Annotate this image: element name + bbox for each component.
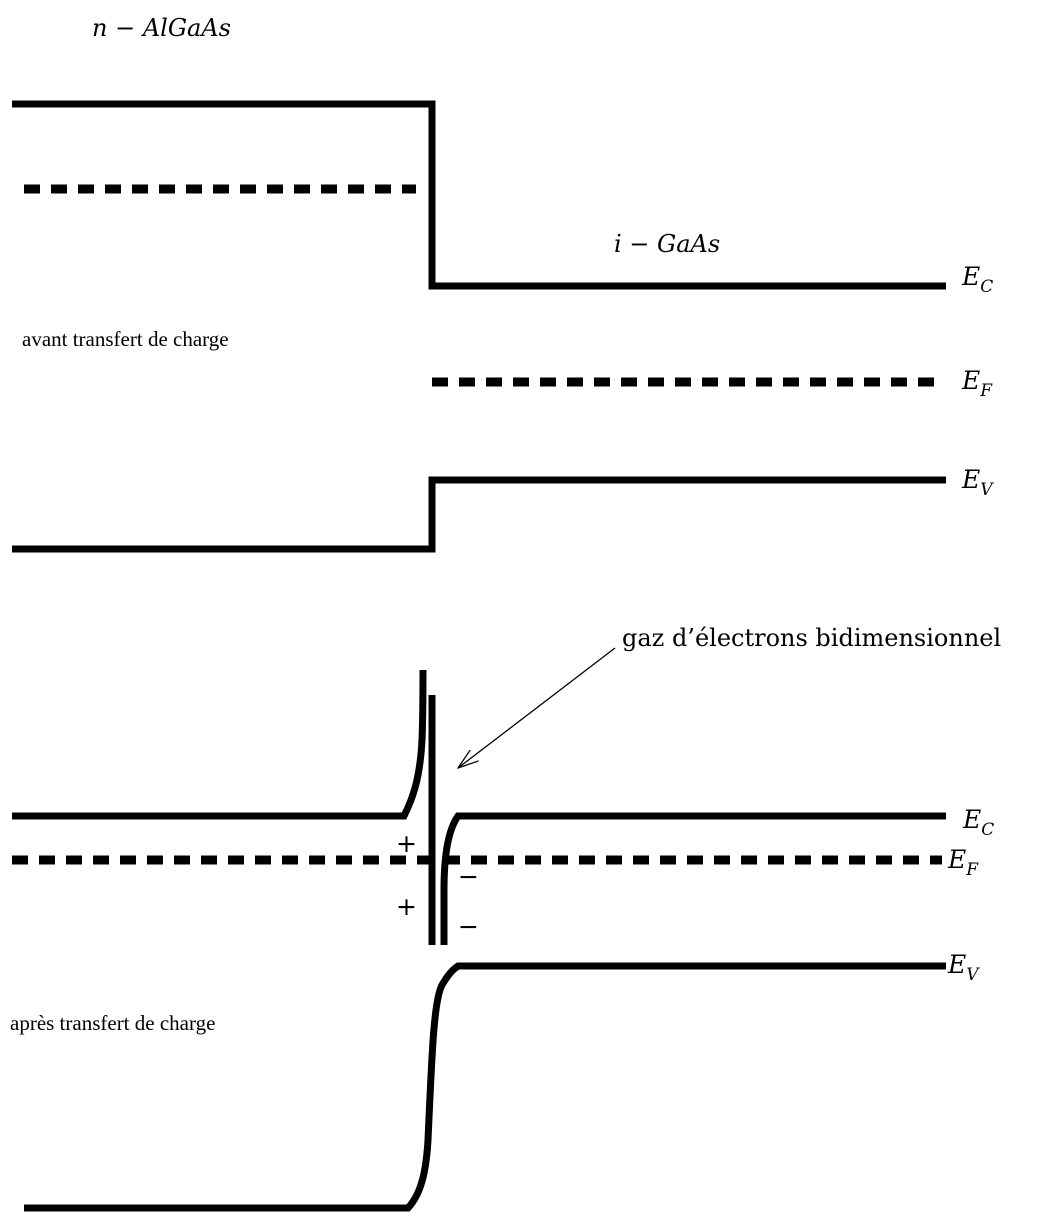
top-conduction-band (12, 100, 946, 290)
negative-charge-upper: − (458, 862, 479, 891)
material-label-right: i − GaAs (614, 230, 720, 258)
top-ev-label: EV (961, 465, 994, 500)
bottom-ec-label: EC (962, 805, 994, 840)
negative-charge-lower: − (458, 912, 479, 941)
caption-after-transfer: après transfert de charge (10, 1011, 215, 1035)
bottom-band-diagram: gaz d’électrons bidimensionnel EC EF + +… (10, 624, 1001, 1212)
positive-charge-lower: + (396, 892, 417, 921)
bottom-ef-label: EF (947, 845, 979, 880)
material-label-left: n − AlGaAs (92, 14, 231, 42)
bottom-ev-label: EV (947, 950, 980, 985)
positive-charge-upper: + (396, 829, 417, 858)
bottom-conduction-band-left (12, 669, 427, 820)
top-band-diagram: n − AlGaAs i − GaAs EC avant transfert d… (12, 14, 994, 553)
annotation-2deg: gaz d’électrons bidimensionnel (622, 624, 1001, 652)
top-valence-band (12, 476, 946, 553)
top-ef-label: EF (961, 366, 993, 401)
bottom-valence-band (24, 962, 946, 1212)
bottom-conduction-band-right (440, 812, 946, 945)
caption-before-transfer: avant transfert de charge (22, 327, 229, 351)
top-ec-label: EC (961, 262, 993, 297)
annotation-arrow (458, 647, 616, 768)
